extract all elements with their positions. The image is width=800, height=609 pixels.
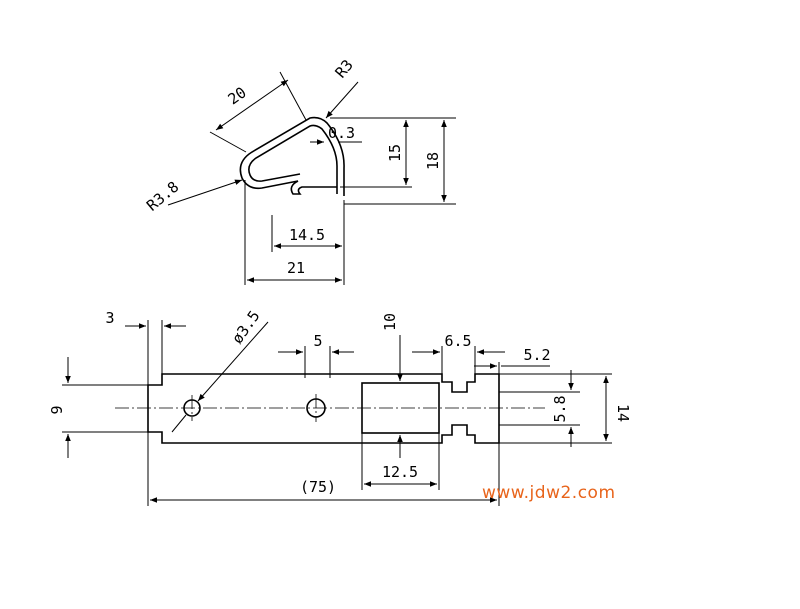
dim-text-14: 14 xyxy=(614,404,632,422)
dim-line-20 xyxy=(215,79,289,131)
dim-text-12-5: 12.5 xyxy=(382,463,418,481)
dim-text-5-2: 5.2 xyxy=(523,346,550,364)
dim-text-r3: R3 xyxy=(331,56,356,81)
leader-r3-8 xyxy=(167,179,243,206)
dim-text-3: 3 xyxy=(105,309,114,327)
clip-profile-view xyxy=(239,116,345,196)
dim-text-6-5: 6.5 xyxy=(444,332,471,350)
dim-text-10: 10 xyxy=(381,313,399,331)
square-window xyxy=(361,382,440,434)
dim-text-20: 20 xyxy=(225,83,250,108)
watermark-text: www.jdw2.com xyxy=(482,483,616,503)
dim-text-21: 21 xyxy=(287,259,305,277)
top-view-dimensions: 20 R3 0.3 15 18 R3.8 14.5 21 xyxy=(143,56,456,285)
clip-inner-profile xyxy=(248,124,338,194)
dim-text-9: 9 xyxy=(48,405,66,414)
dim-text-5: 5 xyxy=(313,332,322,350)
dim-text-14-5: 14.5 xyxy=(289,226,325,244)
clip-hook xyxy=(290,180,337,195)
leader-hole-dia xyxy=(197,321,269,402)
dim-text-18: 18 xyxy=(424,152,442,170)
dim-text-hole-dia: ø3.5 xyxy=(228,307,263,347)
blank-outline xyxy=(147,373,500,444)
bottom-view-dimensions: 3 ø3.5 5 10 6.5 5.2 9 xyxy=(48,307,632,506)
dim-text-r3-8: R3.8 xyxy=(143,178,182,215)
clip-outer-profile xyxy=(239,116,345,196)
dim-text-15: 15 xyxy=(386,144,404,162)
dim-text-5-8: 5.8 xyxy=(551,395,569,422)
flat-blank-view xyxy=(115,373,545,444)
leader-r3 xyxy=(325,81,359,119)
dim-text-0-3: 0.3 xyxy=(328,124,355,142)
dim-text-75: (75) xyxy=(300,478,336,496)
